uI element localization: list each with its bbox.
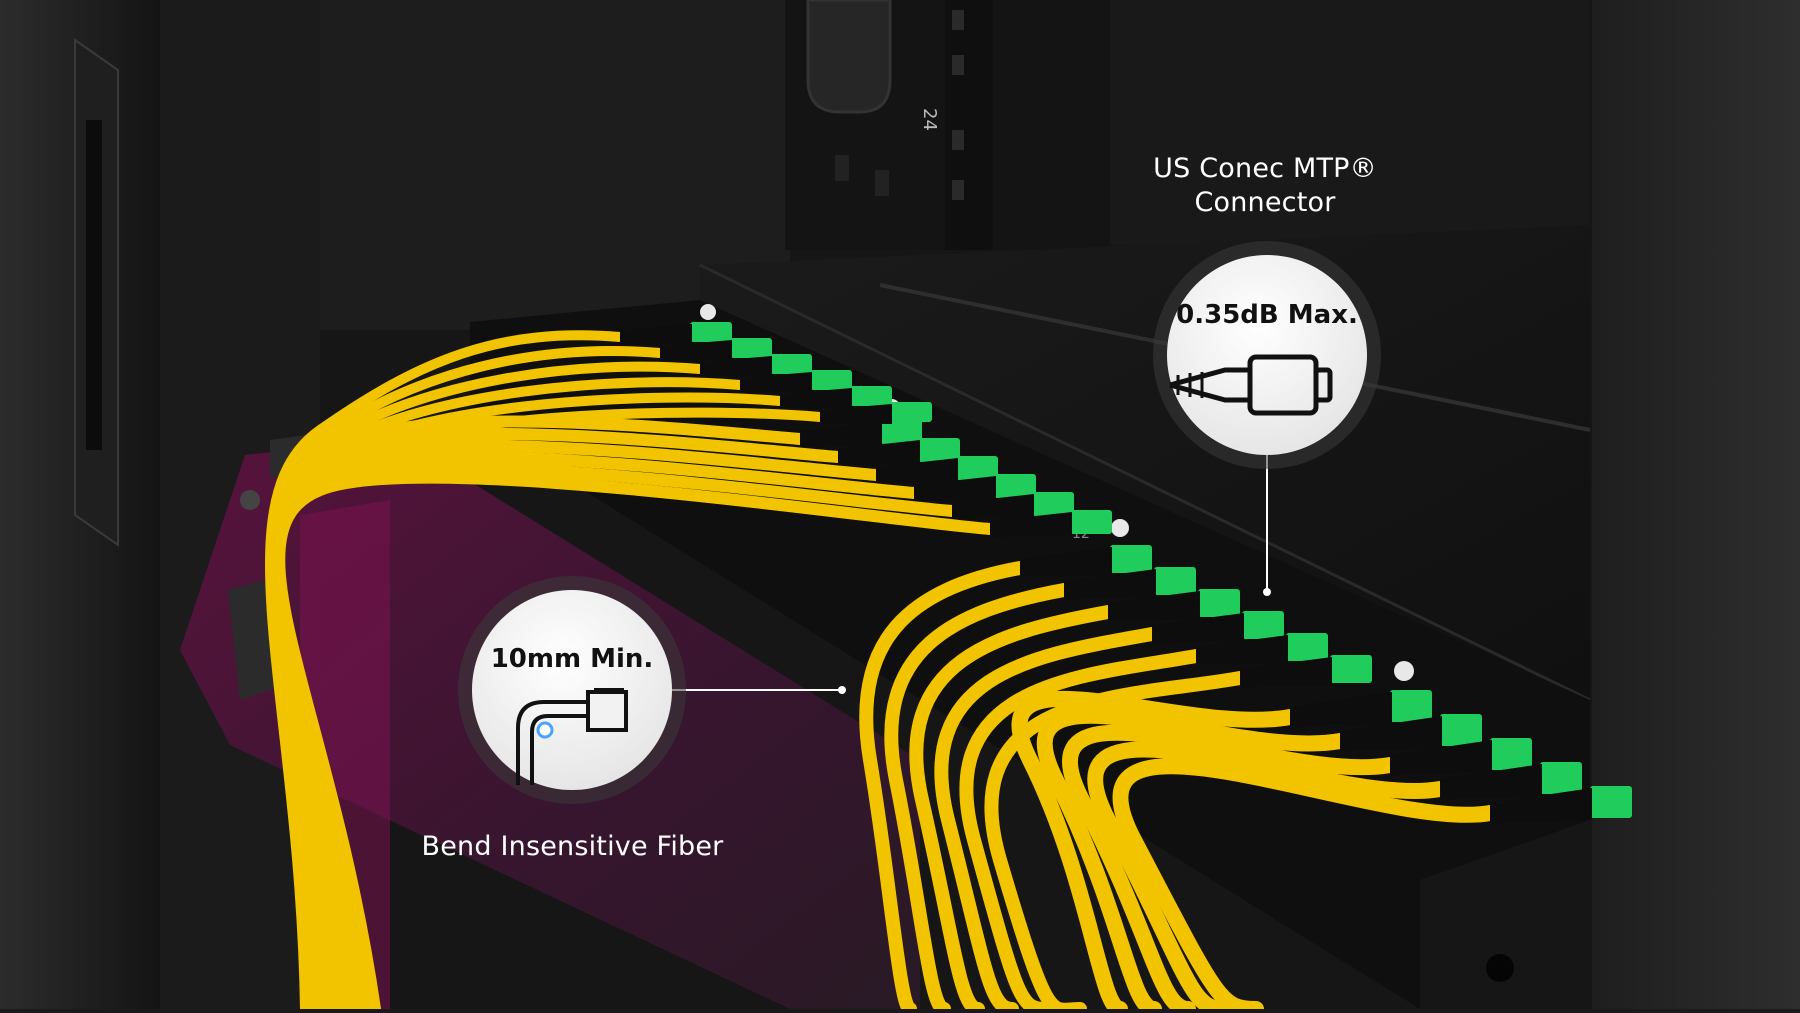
mtp-adapter	[1198, 589, 1240, 617]
mtp-adapter	[1390, 690, 1432, 722]
connector-boot	[1490, 788, 1592, 823]
mtp-adapter	[890, 402, 932, 422]
connector-boot	[820, 404, 892, 424]
connector-boot	[914, 476, 996, 501]
panel-front-edge	[699, 263, 1591, 702]
connector-boot	[700, 356, 772, 376]
mtp-adapter	[1110, 545, 1152, 573]
panel-bracket	[1420, 820, 1590, 1009]
mtp-adapter	[770, 354, 812, 374]
fiber-cable	[1011, 690, 1298, 1013]
mtp-connector-icon	[1169, 354, 1333, 416]
fiber-cable	[884, 583, 1071, 1013]
fiber-callout-title: Bend Insensitive Fiber	[421, 831, 724, 862]
mtp-adapter	[880, 420, 922, 444]
connector-boot	[1064, 569, 1156, 599]
fiber-cable	[1036, 707, 1348, 1013]
cabinet-right-panel	[1592, 0, 1800, 1009]
loss-badge-label: 0.35dB Max.	[1176, 300, 1358, 330]
mtp-adapter	[1286, 633, 1328, 661]
fiber-cable	[1112, 758, 1498, 1013]
mtp-adapter	[1540, 762, 1582, 794]
mtp-adapter	[730, 338, 772, 358]
mtp-adapter	[956, 456, 998, 480]
fiber-cable	[909, 605, 1115, 1013]
rack-back-right	[1110, 0, 1590, 245]
connector-leader-dot	[1263, 588, 1271, 596]
mtp-adapter	[1440, 714, 1482, 746]
connector-boot	[620, 324, 692, 344]
connector-boot	[740, 372, 812, 392]
rail-holes	[952, 10, 964, 200]
mtp-adapter	[1330, 655, 1372, 683]
mtp-adapter	[1070, 510, 1112, 534]
fiber-cable	[1087, 741, 1448, 1013]
mtp-adapter	[690, 322, 732, 342]
mtp-adapter	[1154, 567, 1196, 595]
connector-boot	[1340, 716, 1442, 751]
connector-boot	[1108, 591, 1200, 621]
connector-callout-title: US Conec MTP® Connector	[1110, 152, 1420, 220]
fiber-cable	[273, 471, 996, 1013]
vertical-rail	[945, 0, 993, 250]
mtp-adapter	[810, 370, 852, 390]
connector-boot	[1440, 764, 1542, 799]
connector-boot	[800, 422, 882, 447]
fiber-cable	[984, 671, 1247, 1013]
rail-slots	[835, 155, 889, 196]
panel-screw-hole	[1486, 954, 1514, 982]
rack-cable-grommet	[806, 0, 892, 114]
mtp-adapter	[1590, 786, 1632, 818]
fiber-leader-dot	[838, 686, 846, 694]
connector-title-line2: Connector	[1194, 187, 1336, 218]
connector-boot	[1152, 613, 1244, 643]
cable-strain-lines	[1176, 372, 1204, 398]
mtp-adapter	[1490, 738, 1532, 770]
bend-icon-connector	[586, 690, 628, 732]
bend-radius-marker	[536, 721, 554, 739]
connector-boot	[838, 440, 920, 465]
bend-badge-label: 10mm Min.	[490, 644, 654, 674]
fiber-cables	[264, 330, 1498, 1013]
mtp-adapters	[690, 322, 1632, 818]
connector-boot	[780, 388, 852, 408]
connector-title-line1: US Conec MTP®	[1153, 153, 1377, 184]
fiber-cable	[859, 561, 1027, 1013]
mtp-adapter	[850, 386, 892, 406]
connector-boot	[990, 512, 1072, 537]
connector-boot	[1290, 692, 1392, 727]
mtp-adapter	[1242, 611, 1284, 639]
mtp-adapter	[994, 474, 1036, 498]
connector-boot	[1196, 635, 1288, 665]
connector-boot	[1390, 740, 1492, 775]
connector-boot	[660, 340, 732, 360]
fiber-cable	[1062, 724, 1398, 1013]
rack-unit-label: 24	[919, 108, 940, 131]
connector-boot	[952, 494, 1034, 519]
connector-boot	[1240, 657, 1332, 687]
door-handle-slot	[86, 120, 102, 450]
mtp-adapter	[918, 438, 960, 462]
connector-boots	[620, 324, 1592, 823]
fiber-cable	[959, 649, 1203, 1013]
mtp-adapter	[1032, 492, 1074, 516]
connector-boot	[1020, 547, 1112, 577]
connector-boot	[876, 458, 958, 483]
bend-badge	[472, 590, 672, 790]
fiber-cable	[934, 627, 1159, 1013]
